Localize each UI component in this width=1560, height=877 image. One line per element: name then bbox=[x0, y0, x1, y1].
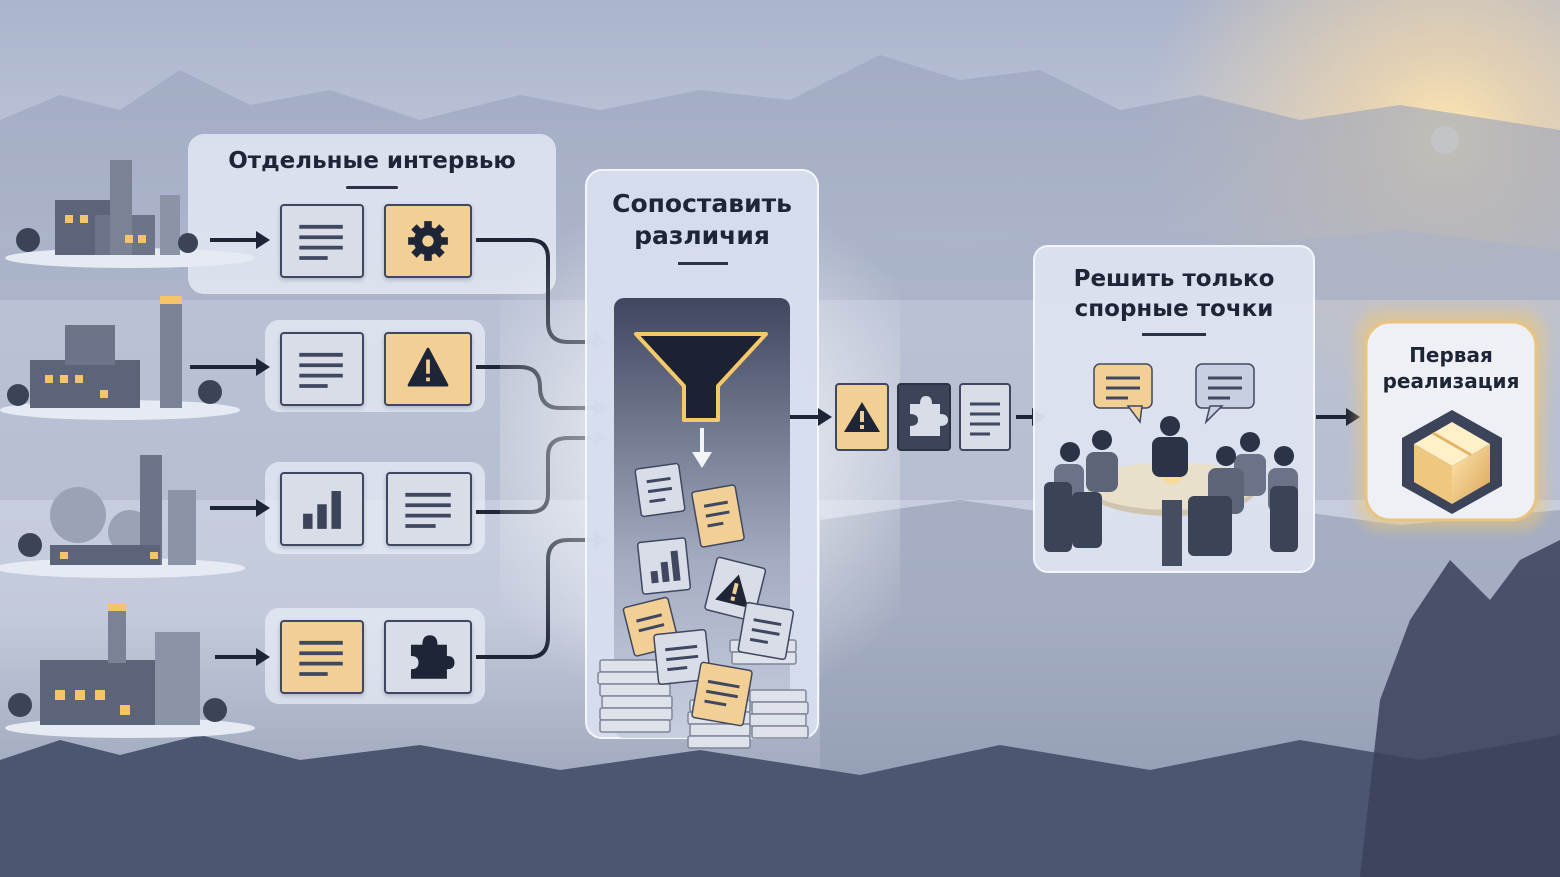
paper-stacks bbox=[597, 639, 809, 749]
document-icon bbox=[386, 472, 472, 546]
title-divider bbox=[346, 186, 398, 189]
resolve-panel: Решить только спорные точки bbox=[1034, 262, 1314, 332]
warning-icon bbox=[384, 332, 472, 406]
arrow-down-icon bbox=[692, 428, 712, 468]
meeting-table bbox=[1044, 416, 1298, 566]
box-icon bbox=[1402, 410, 1502, 514]
result-title-line1: Первая bbox=[1409, 343, 1493, 367]
document-icon bbox=[959, 383, 1011, 451]
document-icon bbox=[280, 620, 364, 694]
warning-icon bbox=[835, 383, 889, 451]
interviews-panel: Отдельные интервью bbox=[188, 134, 556, 204]
document-icon bbox=[737, 601, 795, 661]
resolve-title-line1: Решить только bbox=[1073, 266, 1275, 292]
compare-panel: Сопоставить различия bbox=[586, 184, 818, 264]
factory-icon bbox=[0, 455, 245, 578]
speech-bubble-icon bbox=[1093, 363, 1153, 424]
bar-chart-icon bbox=[280, 472, 364, 546]
compare-title-line2: различия bbox=[634, 221, 770, 250]
interviews-title: Отдельные интервью bbox=[228, 148, 516, 174]
gear-icon bbox=[384, 204, 472, 278]
document-icon bbox=[653, 628, 712, 686]
result-title-line2: реализация bbox=[1382, 369, 1520, 393]
bar-chart-icon bbox=[636, 537, 692, 595]
factory-icon bbox=[5, 603, 255, 738]
compare-title-line1: Сопоставить bbox=[612, 189, 792, 218]
document-icon bbox=[280, 332, 364, 406]
puzzle-icon bbox=[897, 383, 951, 451]
document-icon bbox=[634, 462, 686, 518]
arrows-left bbox=[190, 238, 258, 659]
document-icon bbox=[691, 661, 753, 727]
puzzle-icon bbox=[384, 620, 472, 694]
result-panel: Первая реализация bbox=[1366, 338, 1536, 402]
funnel-icon bbox=[634, 332, 768, 422]
resolve-title-line2: спорные точки bbox=[1074, 296, 1274, 322]
document-icon bbox=[280, 204, 364, 278]
factory-icon bbox=[0, 296, 240, 420]
speech-bubble-icon bbox=[1195, 363, 1255, 425]
factory-icon bbox=[5, 160, 255, 268]
document-icon bbox=[691, 484, 745, 548]
